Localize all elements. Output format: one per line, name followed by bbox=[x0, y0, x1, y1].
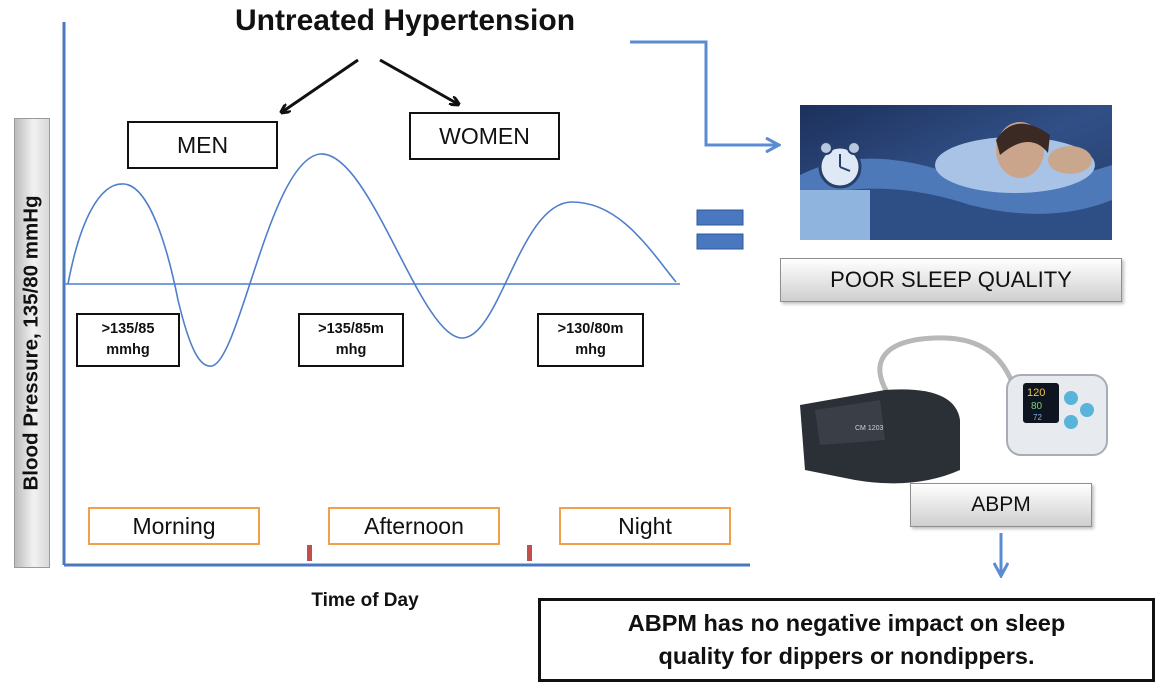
equals-sign-top bbox=[696, 209, 744, 226]
women-box: WOMEN bbox=[409, 112, 560, 160]
arrow-to-men bbox=[282, 58, 359, 112]
conclusion-box: ABPM has no negative impact on sleep qua… bbox=[538, 598, 1155, 682]
sleep-photo bbox=[800, 105, 1112, 240]
arrow-to-women bbox=[379, 58, 458, 104]
arrow-to-sleep bbox=[630, 40, 778, 145]
blood-pressure-curve bbox=[67, 153, 677, 367]
time-divider-tick bbox=[307, 545, 312, 561]
poor-sleep-quality-label: POOR SLEEP QUALITY bbox=[780, 258, 1122, 302]
abpm-device-photo: CM 1203 120 80 72 bbox=[800, 335, 1108, 484]
men-box: MEN bbox=[127, 121, 278, 169]
device-screen-sys: 120 bbox=[1027, 387, 1045, 399]
bp-threshold-afternoon: >135/85m mhg bbox=[298, 313, 404, 367]
diagram-title: Untreated Hypertension bbox=[234, 4, 576, 37]
abpm-label: ABPM bbox=[910, 483, 1092, 527]
device-screen-pulse: 72 bbox=[1033, 413, 1042, 422]
equals-sign-bottom bbox=[696, 233, 744, 250]
device-screen-dia: 80 bbox=[1031, 401, 1043, 412]
x-axis-label: Time of Day bbox=[311, 590, 419, 611]
period-night: Night bbox=[559, 507, 731, 545]
period-afternoon: Afternoon bbox=[328, 507, 500, 545]
bp-threshold-night: >130/80m mhg bbox=[537, 313, 644, 367]
time-divider-tick bbox=[527, 545, 532, 561]
bp-threshold-morning: >135/85 mmhg bbox=[76, 313, 180, 367]
y-axis-label: Blood Pressure, 135/80 mmHg bbox=[20, 195, 43, 491]
svg-text:CM 1203: CM 1203 bbox=[855, 425, 884, 432]
period-morning: Morning bbox=[88, 507, 260, 545]
y-axis-label-box: Blood Pressure, 135/80 mmHg bbox=[14, 118, 50, 568]
